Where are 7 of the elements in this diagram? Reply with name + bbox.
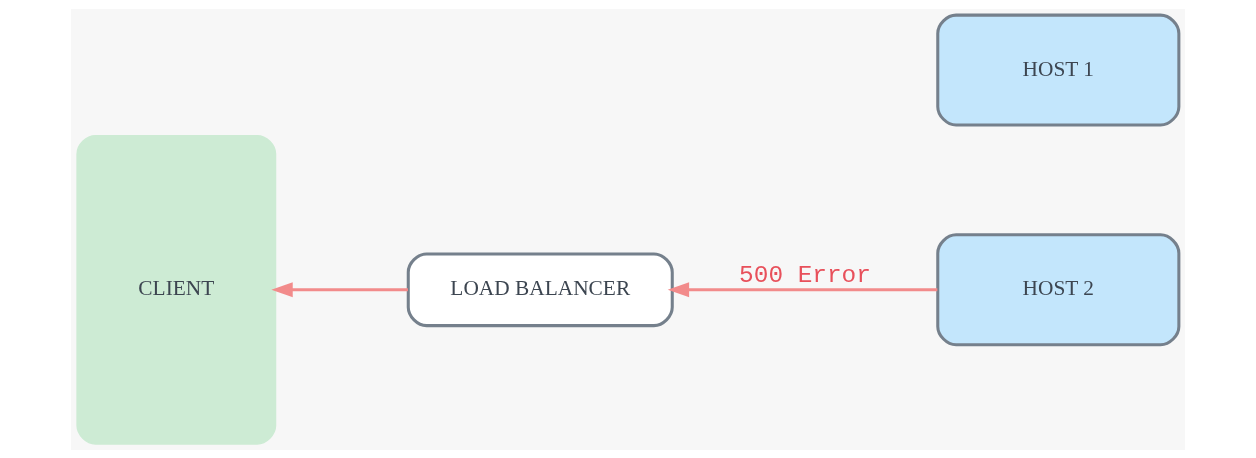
node-box: LOAD BALANCER [406,251,674,327]
arrow [271,281,408,297]
node-box: HOST 2 [936,232,1181,346]
node-box: HOST 1 [936,13,1181,126]
arrow [667,281,938,297]
node-box: CLIENT [76,134,277,445]
edge-label: 500 Error [739,261,871,289]
